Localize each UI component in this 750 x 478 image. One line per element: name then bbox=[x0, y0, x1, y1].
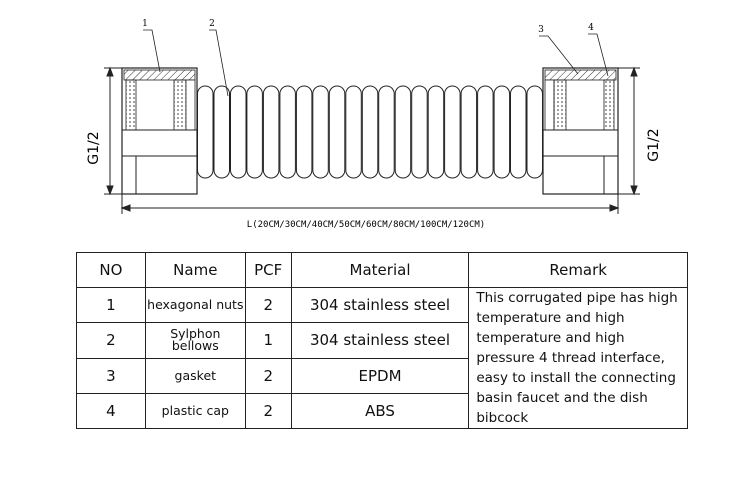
bellows-rib bbox=[460, 85, 478, 179]
cell-pcf: 1 bbox=[244, 322, 292, 359]
callout-4: 4 bbox=[588, 23, 594, 33]
bellows-rib bbox=[295, 85, 313, 179]
header-material: Material bbox=[290, 252, 470, 288]
cell-no: 3 bbox=[76, 357, 146, 394]
cell-name: Sylphon bellows bbox=[144, 322, 246, 359]
cell-name: gasket bbox=[144, 357, 246, 394]
cell-remark: This corrugated pipe has high temperatur… bbox=[468, 287, 688, 429]
cell-pcf: 2 bbox=[244, 286, 292, 324]
bellows-rib bbox=[230, 85, 247, 179]
callout-3: 3 bbox=[538, 25, 544, 35]
left-hex-nut-drawing bbox=[121, 67, 198, 195]
bellows-rib bbox=[510, 85, 527, 179]
cell-material: 304 stainless steel bbox=[290, 322, 470, 359]
cell-material: ABS bbox=[290, 392, 470, 430]
bellows-rib bbox=[262, 85, 280, 179]
header-no: NO bbox=[76, 252, 146, 288]
bellows-rib bbox=[378, 85, 395, 179]
bellows-rib bbox=[526, 85, 543, 179]
callout-leaders bbox=[143, 29, 609, 97]
right-thread-dimension bbox=[618, 66, 640, 196]
bellows-rib bbox=[444, 85, 461, 179]
header-pcf: PCF bbox=[244, 252, 292, 288]
bellows-rib bbox=[493, 85, 511, 179]
bellows-rib bbox=[394, 85, 412, 179]
bellows-rib bbox=[345, 85, 362, 179]
cell-no: 1 bbox=[76, 286, 146, 324]
cell-pcf: 2 bbox=[244, 392, 292, 430]
cell-no: 4 bbox=[76, 392, 146, 430]
bellows-rib bbox=[477, 85, 494, 179]
table-row: 2 Sylphon bellows 1 304 stainless steel bbox=[76, 322, 688, 359]
table-header-row: NO Name PCF Material Remark bbox=[76, 252, 688, 288]
length-label: L(20CM/30CM/40CM/50CM/60CM/80CM/100CM/12… bbox=[247, 220, 485, 230]
left-thread-dimension bbox=[104, 66, 122, 196]
bellows-rib bbox=[361, 85, 379, 179]
length-dimension bbox=[120, 194, 620, 214]
spec-table: NO Name PCF Material Remark 1 hexagonal … bbox=[76, 252, 688, 430]
right-hex-nut-drawing bbox=[542, 67, 619, 195]
cell-pcf: 2 bbox=[244, 357, 292, 394]
left-thread-label: G1/2 bbox=[86, 131, 102, 164]
bellows-rib bbox=[197, 85, 214, 179]
cell-name: plastic cap bbox=[144, 392, 246, 430]
callout-2: 2 bbox=[209, 19, 215, 29]
cell-name: hexagonal nuts bbox=[144, 286, 246, 324]
bellows-rib bbox=[427, 85, 445, 179]
cell-no: 2 bbox=[76, 322, 146, 359]
bellows-rib bbox=[328, 85, 346, 179]
sylphon-bellows-drawing bbox=[197, 85, 543, 179]
cell-material: 304 stainless steel bbox=[290, 286, 470, 324]
bellows-rib bbox=[213, 85, 230, 179]
table-row: 3 gasket 2 EPDM bbox=[76, 357, 688, 394]
bellows-rib bbox=[312, 85, 329, 179]
bellows-rib bbox=[246, 85, 263, 179]
header-remark: Remark bbox=[468, 252, 688, 288]
cell-material: EPDM bbox=[290, 357, 470, 394]
bellows-rib bbox=[279, 85, 296, 179]
table-row: 1 hexagonal nuts 2 304 stainless steel T… bbox=[76, 286, 688, 429]
table-row: 4 plastic cap 2 ABS bbox=[76, 392, 688, 430]
bellows-rib bbox=[411, 85, 428, 179]
right-thread-label: G1/2 bbox=[646, 128, 662, 161]
header-name: Name bbox=[144, 252, 246, 288]
callout-1: 1 bbox=[142, 19, 148, 29]
hose-technical-drawing: G1/2 G1/2 L(20CM/30CM/40CM/50CM/60CM/80C… bbox=[86, 19, 662, 230]
